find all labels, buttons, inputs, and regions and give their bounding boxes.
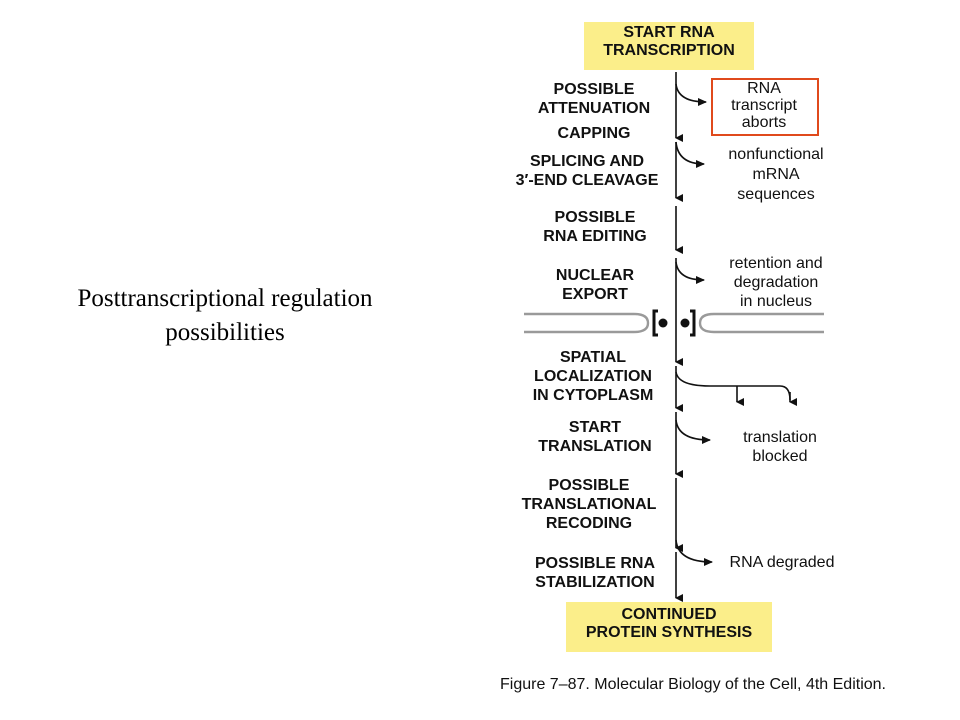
branch-attenuation [675, 83, 707, 106]
start-box-line-1: START RNA [623, 24, 715, 41]
step-nuclear-export: NUCLEAR EXPORT [555, 267, 635, 303]
step-possible-attenuation: POSSIBLE ATTENUATION [537, 81, 651, 117]
end-box-line-1: CONTINUED [621, 606, 717, 623]
flow-arrows [524, 72, 824, 602]
outcome-transcript-aborts: RNA transcript aborts [731, 80, 797, 131]
start-box-line-2: TRANSCRIPTION [603, 42, 735, 59]
branch-translation [675, 419, 711, 444]
outcome-nonfunctional-mrna: nonfunctional mRNA sequences [728, 146, 824, 203]
pore-particle-left [658, 318, 668, 328]
step-splicing-cleavage: SPLICING AND 3′-END CLEAVAGE [515, 153, 659, 189]
slide-title-line-2: possibilities [165, 319, 285, 346]
outcome-retention-degradation: retention and degradation in nucleus [729, 255, 823, 310]
regulation-flow-diagram: START RNA TRANSCRIPTION POSSIBLE ATTENUA… [480, 0, 960, 720]
slide-title-line-1: Posttranscriptional regulation [77, 285, 373, 312]
continued-protein-synthesis-box: CONTINUED PROTEIN SYNTHESIS [566, 602, 772, 652]
branch-rna-degraded [675, 539, 713, 566]
start-transcription-box: START RNA TRANSCRIPTION [584, 22, 754, 70]
figure-caption: Figure 7–87. Molecular Biology of the Ce… [500, 676, 886, 693]
outcome-rna-degraded: RNA degraded [729, 554, 835, 571]
nuclear-pore-complex [652, 309, 696, 337]
branch-splicing [675, 141, 705, 168]
slide-title: Posttranscriptional regulation possibili… [20, 282, 430, 350]
step-translational-recoding: POSSIBLE TRANSLATIONAL RECODING [521, 477, 657, 532]
step-spatial-localization: SPATIAL LOCALIZATION IN CYTOPLASM [532, 349, 654, 404]
end-box-line-2: PROTEIN SYNTHESIS [585, 624, 753, 641]
step-rna-stabilization: POSSIBLE RNA STABILIZATION [534, 555, 655, 591]
nuclear-envelope [524, 312, 824, 334]
outcome-translation-blocked: translation blocked [743, 429, 817, 465]
pore-particle-right [680, 318, 690, 328]
step-possible-rna-editing: POSSIBLE RNA EDITING [543, 209, 647, 245]
branch-localization [675, 371, 791, 401]
step-capping: CAPPING [557, 125, 631, 142]
branch-nuclear [675, 261, 705, 284]
step-start-translation: START TRANSLATION [538, 419, 652, 455]
attenuation-highlight-frame [711, 78, 819, 136]
